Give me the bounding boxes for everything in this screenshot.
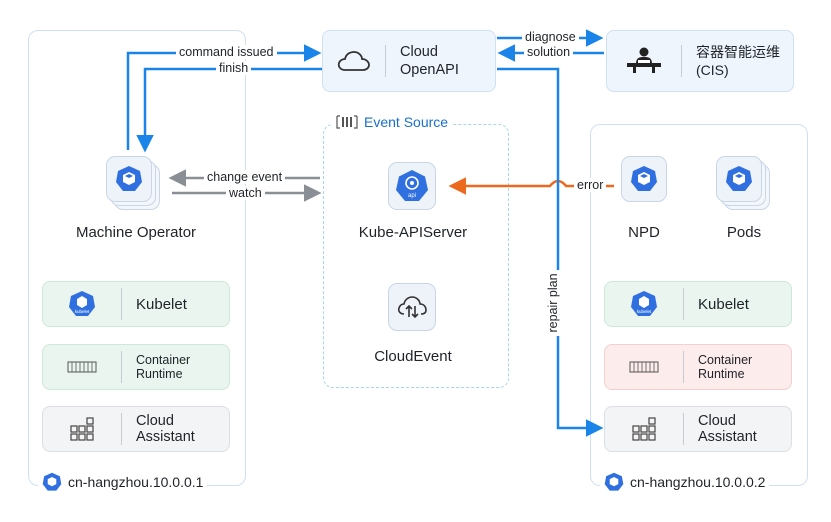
cloud-icon (323, 31, 385, 91)
cloudevent-label: CloudEvent (374, 348, 452, 365)
node2-runtime-card[interactable]: Container Runtime (604, 344, 792, 390)
kubernetes-cube-icon (116, 166, 142, 191)
cis-line2: (CIS) (696, 62, 729, 78)
cloudevent-tile[interactable] (388, 283, 436, 331)
node2-assistant-card[interactable]: Cloud Assistant (604, 406, 792, 452)
svg-text:kubelet: kubelet (637, 309, 652, 314)
event-source-title: Event Source (332, 114, 453, 130)
kubernetes-cube-icon (726, 166, 752, 191)
node1-kubelet-label: Kubelet (136, 295, 187, 313)
pods-tile[interactable] (716, 156, 762, 202)
node2-name: cn-hangzhou.10.0.0.2 (630, 474, 766, 490)
arrow-finish (136, 67, 322, 153)
machine-operator-tile[interactable] (106, 156, 152, 202)
openapi-line1: Cloud (400, 44, 438, 60)
node1-kubelet-card[interactable]: kubelet Kubelet (42, 281, 230, 327)
node2-kubelet-label: Kubelet (698, 295, 749, 313)
node1-runtime-card[interactable]: Container Runtime (42, 344, 230, 390)
cloud-sync-icon (397, 296, 427, 319)
label-error: error (574, 178, 607, 192)
node2-runtime-label: Container Runtime (698, 353, 753, 381)
kube-apiserver-label: Kube-APIServer (358, 224, 468, 241)
event-queue-icon (336, 115, 358, 129)
node1-assistant-label: Cloud Assistant (136, 413, 195, 445)
cis-box[interactable]: 容器智能运维 (CIS) (606, 30, 794, 92)
container-runtime-icon (605, 345, 683, 389)
label-diagnose: diagnose (522, 30, 579, 44)
label-finish: finish (216, 61, 252, 75)
node1-assistant-card[interactable]: Cloud Assistant (42, 406, 230, 452)
node2-assistant-label: Cloud Assistant (698, 413, 757, 445)
label-change-event: change event (204, 170, 286, 184)
kubernetes-api-icon: api (396, 170, 428, 201)
openapi-line2: OpenAPI (400, 62, 459, 78)
event-source-label: Event Source (364, 114, 449, 130)
pods-label: Pods (726, 224, 762, 241)
node2-kubelet-card[interactable]: kubelet Kubelet (604, 281, 792, 327)
machine-operator-label: Machine Operator (75, 224, 197, 241)
cloud-openapi-box[interactable]: Cloud OpenAPI (322, 30, 496, 92)
kubernetes-node-icon (604, 472, 624, 491)
label-watch: watch (226, 186, 265, 200)
kubernetes-node-icon (42, 472, 62, 491)
arrow-repair-plan (497, 67, 604, 437)
operator-console-icon (607, 31, 681, 91)
kubelet-icon: kubelet (43, 282, 121, 326)
container-runtime-icon (43, 345, 121, 389)
node1-name: cn-hangzhou.10.0.0.1 (68, 474, 204, 490)
npd-label: NPD (628, 224, 660, 241)
svg-text:kubelet: kubelet (75, 309, 90, 314)
apps-grid-icon (605, 407, 683, 451)
node2-title: cn-hangzhou.10.0.0.2 (600, 472, 770, 492)
label-repair-plan: repair plan (546, 270, 560, 336)
apps-grid-icon (43, 407, 121, 451)
kube-apiserver-tile[interactable]: api (388, 162, 436, 210)
npd-tile[interactable] (621, 156, 667, 202)
node1-title: cn-hangzhou.10.0.0.1 (38, 472, 208, 492)
kubernetes-cube-icon (631, 166, 657, 191)
cis-line1: 容器智能运维 (696, 44, 780, 60)
node1-runtime-label: Container Runtime (136, 353, 191, 381)
svg-text:api: api (408, 193, 416, 199)
label-command-issued: command issued (176, 45, 277, 59)
label-solution: solution (524, 45, 574, 59)
kubelet-icon: kubelet (605, 282, 683, 326)
